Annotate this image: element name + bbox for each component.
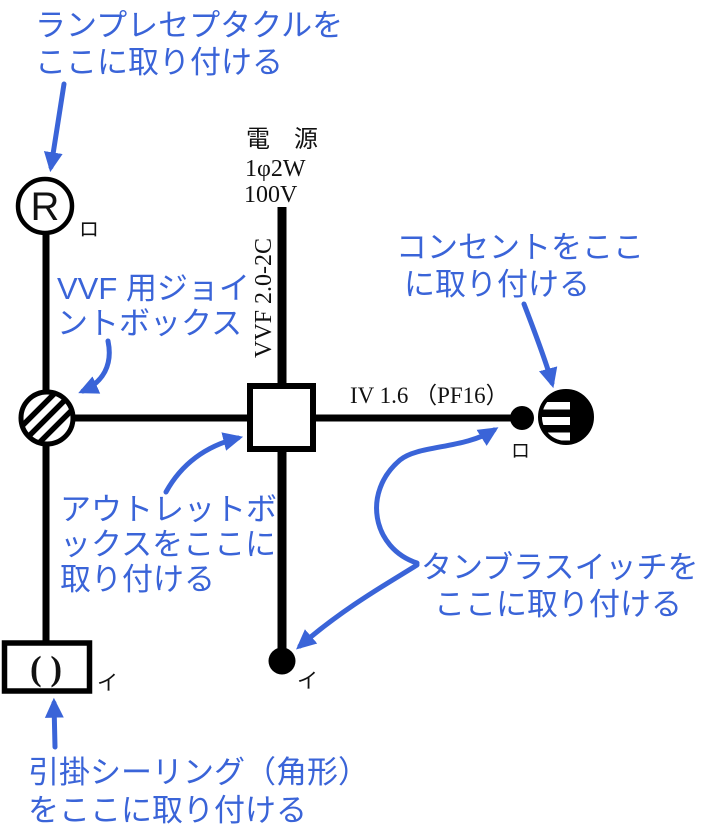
- annotation-tumbler-line1: タンブラスイッチを: [421, 550, 698, 585]
- switch-ro-symbol: ロ: [510, 406, 534, 462]
- annotation-outletbox-line1: アウトレットボ: [60, 492, 277, 527]
- joint-box-symbol: [18, 389, 76, 447]
- annotation-outlet-line2: に取り付ける: [404, 267, 590, 302]
- ceiling-rose-symbol: ( ) イ: [1, 640, 118, 695]
- annotation-tumbler-line2: ここに取り付ける: [434, 587, 682, 622]
- outlet-slots: [542, 402, 570, 441]
- lamp-receptacle-symbol: R ロ: [15, 176, 99, 241]
- annotation-ceiling-line1: 引掛シーリング（角形）: [28, 755, 369, 790]
- ceiling-rose-circuit-label: イ: [97, 671, 118, 695]
- switch-i-circuit-label: イ: [297, 669, 318, 693]
- switch-i-symbol: イ: [268, 647, 318, 693]
- annotation-outlet-line1: コンセントをここ: [396, 230, 644, 265]
- arrow-lamp-pointer-icon: [43, 81, 67, 173]
- arrow-outlet-pointer-icon: [521, 301, 558, 389]
- lamp-receptacle-circuit-label: ロ: [79, 219, 99, 241]
- switch-ro-circuit-label: ロ: [511, 441, 530, 462]
- switch-i-dot: [268, 647, 296, 675]
- outlet-symbol: [538, 389, 594, 445]
- arrow-ceiling-pointer-icon: [44, 697, 64, 750]
- outlet-box-symbol: [247, 383, 316, 452]
- power-source-label: 電 源: [246, 126, 318, 153]
- annotation-jointbox-line2: ントボックス: [57, 306, 242, 341]
- iv-cable-label: IV 1.6 （PF16）: [350, 383, 509, 408]
- power-source-block: 電 源 1φ2W 100V: [244, 126, 318, 208]
- switch-ro-dot: [510, 406, 534, 430]
- ceiling-rose-glyph: ( ): [30, 649, 62, 688]
- vvf-cable-label: VVF 2.0-2C: [251, 238, 277, 358]
- annotation-outletbox-line2: ックスをここに: [60, 527, 276, 562]
- arrow-outletbox-pointer-icon: [163, 432, 244, 495]
- annotation-outletbox-line3: 取り付ける: [60, 562, 215, 597]
- ceiling-rose-box: [1, 640, 93, 694]
- annotations: ランプレセプタクルを ここに取り付ける VVF 用ジョイ ントボックス コンセン…: [28, 8, 698, 828]
- annotation-ceiling-line2: をここに取り付ける: [28, 793, 307, 828]
- arrow-tumbler-ro-pointer-icon: [374, 427, 499, 566]
- annotation-arrows: [43, 81, 558, 750]
- lamp-receptacle-letter: R: [31, 185, 60, 229]
- power-source-phase: 1φ2W: [245, 156, 306, 182]
- annotation-lamp-line2: ここに取り付ける: [35, 45, 283, 80]
- arrow-jointbox-pointer-icon: [78, 338, 112, 394]
- lamp-receptacle-circle: [15, 176, 75, 236]
- annotation-lamp-line1: ランプレセプタクルを: [35, 8, 343, 43]
- arrow-tumbler-i-pointer-icon: [296, 562, 420, 650]
- annotation-jointbox-line1: VVF 用ジョイ: [57, 271, 250, 306]
- power-source-voltage: 100V: [244, 182, 298, 208]
